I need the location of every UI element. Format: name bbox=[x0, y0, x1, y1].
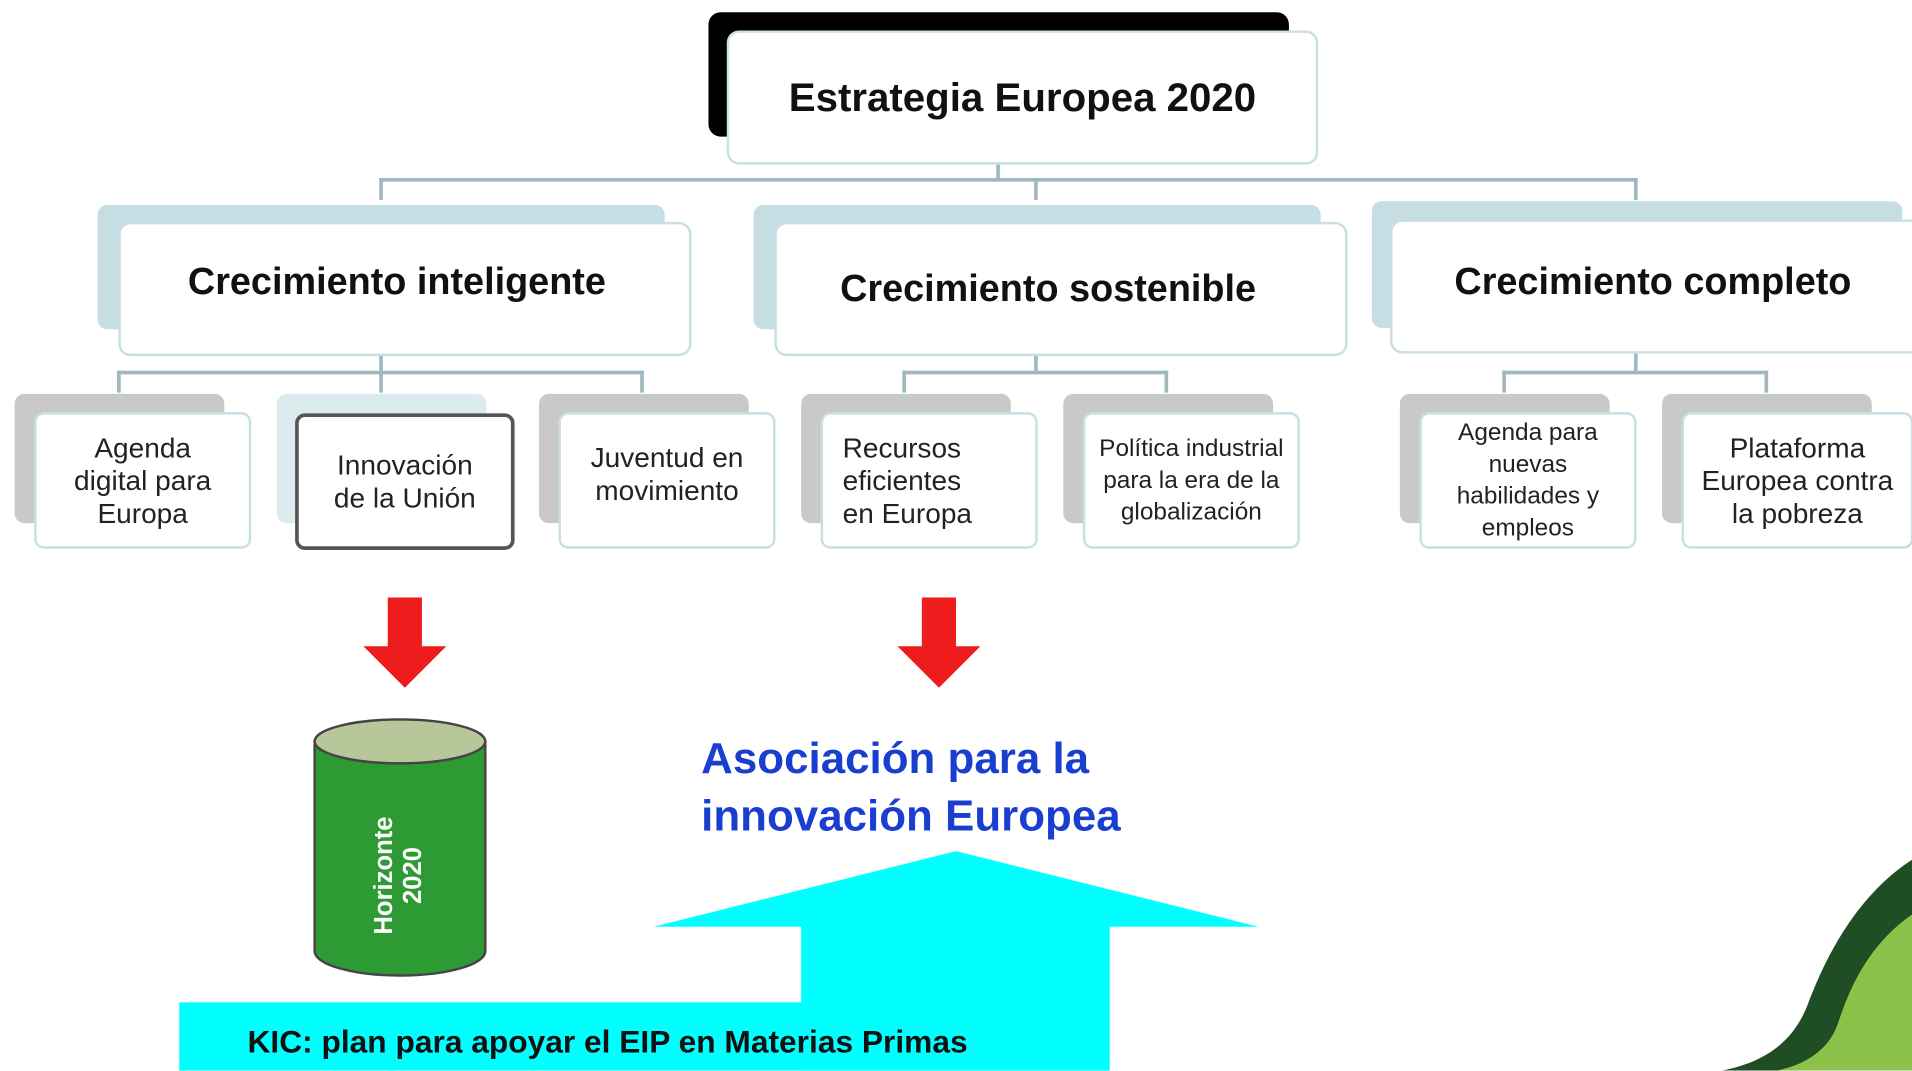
pillar-label-inteligente: Crecimiento inteligente bbox=[168, 251, 626, 313]
connector bbox=[379, 353, 383, 374]
initiative-label: Agenda para nuevas habilidades y empleos bbox=[1456, 419, 1600, 542]
connector bbox=[1633, 353, 1638, 374]
initiative-label: Recursos eficientes en Europa bbox=[842, 431, 973, 529]
initiative-label: Juventud en movimiento bbox=[590, 441, 744, 507]
initiative-innovacion-union: Innovación de la Unión bbox=[295, 413, 515, 550]
connector bbox=[379, 178, 1638, 182]
connector bbox=[379, 370, 383, 393]
initiative-label: Agenda digital para Europa bbox=[74, 431, 212, 529]
initiative-label: Innovación de la Unión bbox=[333, 448, 476, 514]
initiative-recursos-eficientes: Recursos eficientes en Europa bbox=[820, 412, 1038, 549]
kic-bar bbox=[179, 1002, 1106, 1071]
connector bbox=[1502, 370, 1506, 393]
connector bbox=[1502, 370, 1769, 375]
initiative-agenda-digital: Agenda digital para Europa bbox=[34, 412, 252, 549]
horizon-label: Horizonte 2020 bbox=[319, 799, 478, 951]
eip-title: Asociación para la innovación Europea bbox=[701, 729, 1121, 844]
pillar-label-completo: Crecimiento completo bbox=[1436, 251, 1870, 313]
connector bbox=[1764, 370, 1769, 393]
initiative-label: Política industrial para la era de la gl… bbox=[1099, 435, 1284, 526]
connector bbox=[117, 370, 121, 393]
kic-label: KIC: plan para apoyar el EIP en Materias… bbox=[247, 1023, 968, 1060]
initiative-label: Plataforma Europea contra la pobreza bbox=[1701, 431, 1894, 529]
initiative-plataforma-pobreza: Plataforma Europea contra la pobreza bbox=[1681, 412, 1912, 549]
connector bbox=[1633, 178, 1638, 200]
connector bbox=[379, 178, 383, 200]
horizon-line1: Horizonte bbox=[369, 815, 398, 934]
eip-line1: Asociación para la bbox=[701, 732, 1090, 783]
horizon-line2: 2020 bbox=[398, 846, 427, 904]
connector bbox=[1034, 178, 1038, 200]
initiative-agenda-habilidades: Agenda para nuevas habilidades y empleos bbox=[1419, 412, 1637, 549]
horizon-cylinder-icon bbox=[313, 718, 487, 977]
connector bbox=[640, 370, 644, 393]
initiative-politica-industrial: Política industrial para la era de la gl… bbox=[1082, 412, 1300, 549]
red-down-arrow-icon bbox=[363, 597, 447, 688]
root-title: Estrategia Europea 2020 bbox=[788, 74, 1257, 120]
connector bbox=[902, 370, 907, 393]
leaf-decoration-icon bbox=[1721, 859, 1912, 1071]
connector bbox=[902, 370, 1169, 375]
connector bbox=[1034, 353, 1038, 374]
root-box: Estrategia Europea 2020 bbox=[726, 30, 1319, 165]
connector bbox=[1164, 370, 1169, 393]
connector bbox=[996, 163, 1000, 181]
red-down-arrow-icon bbox=[897, 597, 981, 688]
eip-line2: innovación Europea bbox=[701, 790, 1121, 841]
pillar-label-sostenible: Crecimiento sostenible bbox=[814, 258, 1282, 320]
initiative-juventud: Juventud en movimiento bbox=[558, 412, 776, 549]
